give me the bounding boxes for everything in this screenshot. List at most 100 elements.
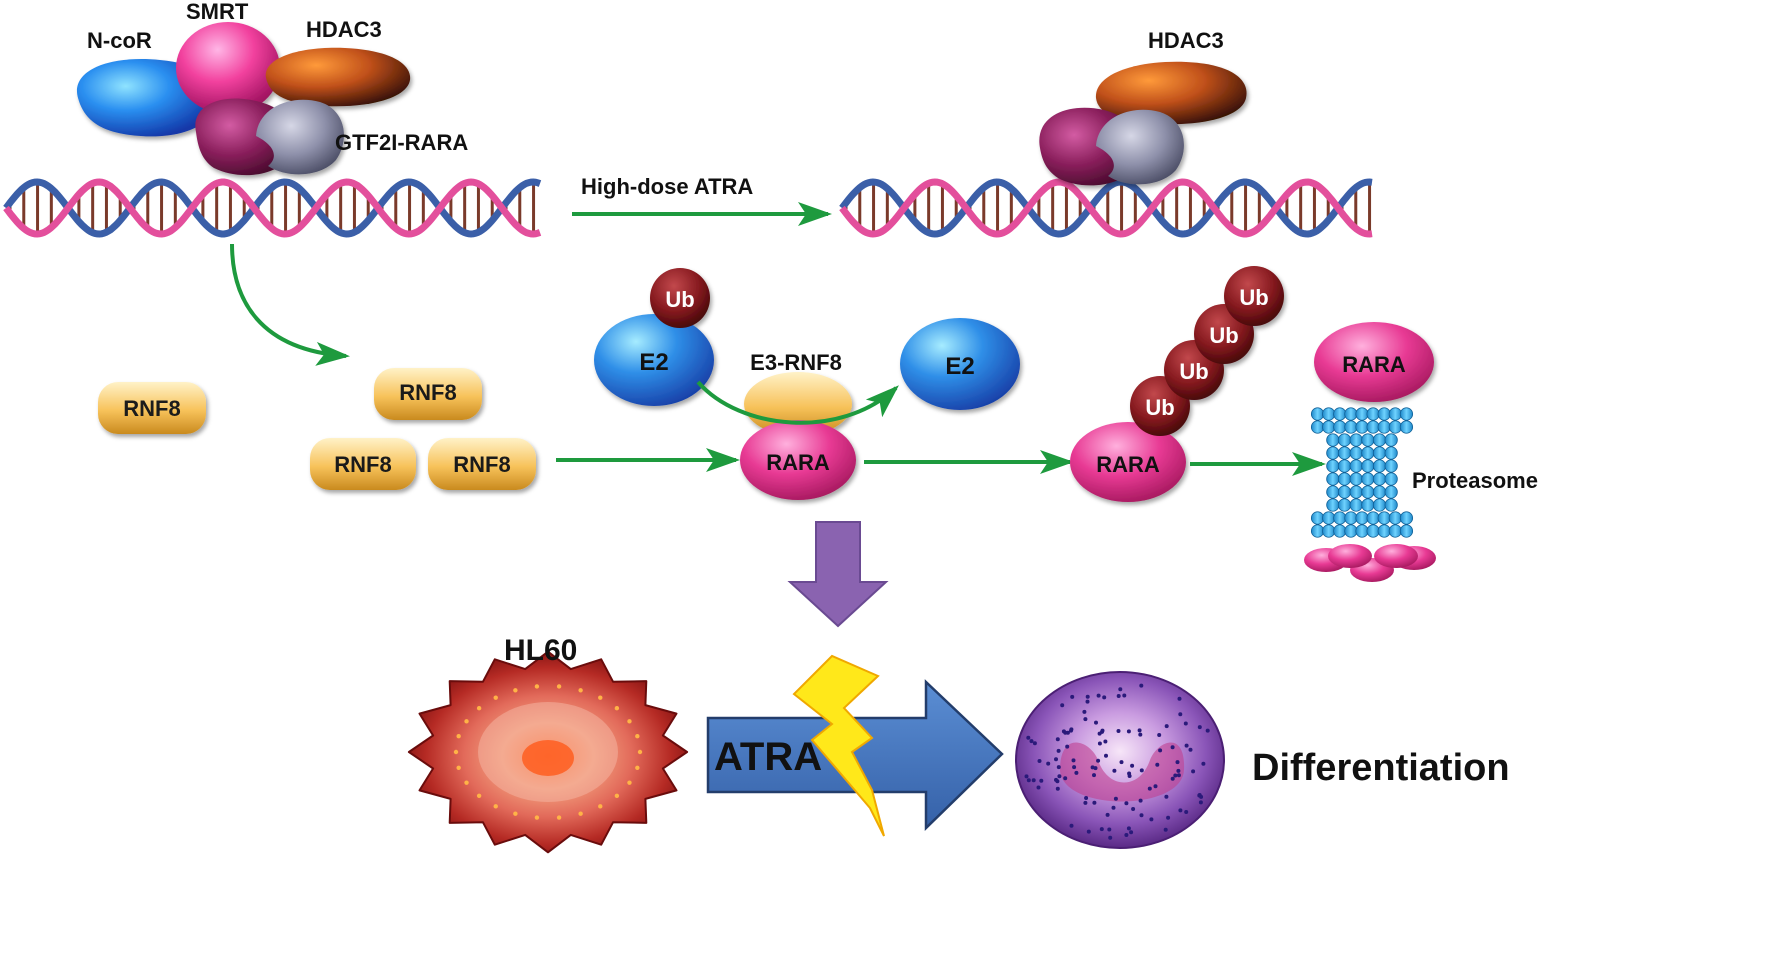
atra-arrow [706,679,1004,831]
proteasome-subunit [1322,511,1336,525]
proteasome [1304,407,1436,582]
proteasome-subunit [1399,524,1414,538]
proteasome-subunit [1344,407,1358,421]
diff-cell-granule [1026,735,1031,740]
proteasome-subunit [1355,420,1369,434]
diff-cell-membrane [1015,671,1225,849]
proteasome-subunit [1384,498,1398,512]
proteasome-subunit [1355,407,1369,421]
proteasome-subunit [1372,498,1387,512]
diff-cell-granule [1147,786,1152,791]
rnf8-group-left-label: RNF8 [334,452,391,477]
proteasome-subunit [1377,511,1391,525]
proteasome-subunit [1388,420,1402,434]
dna-helix-left [3,178,542,238]
proteasome-subunit [1399,511,1414,525]
proteasome-subunit [1372,433,1387,447]
hl60-granule [637,749,643,755]
proteasome-subunit [1337,485,1352,499]
proteasome-subunit [1377,407,1391,421]
diff-cell-granule [1116,729,1121,733]
diff-cell-granule [1112,768,1117,773]
differentiation-label: Differentiation [1252,747,1510,789]
diff-cell-granule [1166,815,1171,820]
diff-cell-granule [1108,835,1113,840]
diff-cell-granule [1163,827,1168,832]
proteasome-subunit [1377,524,1391,538]
diff-cell-granule [1055,786,1060,791]
proteasome-subunit [1361,459,1375,473]
hl60-cell [407,650,689,854]
diff-cell-granule [1164,794,1169,799]
gtf2i-rara-label: GTF2I-RARA [335,130,468,155]
proteasome-subunit [1333,420,1347,434]
diff-cell-granule [1138,798,1143,803]
diff-cell-granule [1026,778,1031,783]
diff-cell-granule [1039,778,1044,783]
proteasome-subunit [1361,472,1375,486]
rnf8-pill-top [374,368,482,420]
diff-cell-granule [1164,724,1169,729]
diff-cell-granule [1126,826,1131,831]
dna-strand-blue [839,178,1373,238]
hl60-granule [534,684,540,689]
ub-chain-3-label: Ub [1209,323,1238,348]
diff-cell-granule [1176,773,1181,778]
gtf2i-protein [256,99,344,175]
proteasome-subunit [1388,524,1402,538]
diff-cell-granule [1118,687,1123,692]
rnf8-group-top-label: RNF8 [399,380,456,405]
diff-cell-nucleus [1060,742,1185,802]
proteasome-subunit [1333,511,1347,525]
hl60-granule [578,811,583,816]
diff-cell-granule [1138,732,1143,737]
proteasome-subunit [1310,524,1325,538]
e2-left [594,314,714,406]
diff-cell-granule [1097,741,1102,746]
diff-cell-granule [1055,737,1060,742]
hdac3-protein-left [265,47,411,107]
corepressor-complex-left [76,22,411,176]
rnf8-pill-right [428,438,536,490]
proteasome-subunit [1337,446,1352,460]
rara-degraded [1314,322,1434,402]
diff-cell-granule [1070,694,1075,699]
hl60-granule [627,780,632,785]
diff-cell-granule [1099,827,1104,832]
diff-cell-granule [1198,800,1203,805]
diff-cell-granule [1102,695,1107,700]
diff-cell-granule [1063,776,1068,781]
diff-cell-granule [1100,728,1105,733]
diff-cell-granule [1130,763,1135,768]
hl60-label: HL60 [504,634,577,667]
proteasome-subunit [1399,420,1414,434]
proteasome-subunit [1337,472,1352,486]
hl60-granule [456,765,461,770]
diff-cell-granule [1131,807,1136,811]
diff-cell-granule [1069,823,1074,828]
diff-cell-granule [1157,733,1162,737]
hdac3-label-left: HDAC3 [306,17,382,42]
diff-cell-granule [1111,805,1116,810]
ub-chain-4-label: Ub [1239,285,1268,310]
proteasome-subunit [1366,524,1380,538]
proteasome-subunit [1310,511,1325,525]
diff-cell-granule [1170,745,1175,750]
peptide-fragment [1328,544,1372,568]
lightning-bolt-icon [792,654,885,837]
proteasome-subunit [1372,459,1387,473]
rara-ubiquitinated-label: RARA [1096,452,1160,477]
e2-right [900,318,1020,410]
diff-cell-granule [1069,728,1073,733]
diff-cell-granule [1037,759,1042,763]
hl60-granule [598,804,603,809]
diff-cell-granule [1083,800,1088,805]
diff-cell-granule [1082,709,1087,714]
diff-cell-granule [1071,758,1076,763]
diff-cell-granule [1158,748,1163,753]
diff-cell-granule [1060,703,1065,708]
proteasome-label: Proteasome [1412,468,1538,493]
diff-cell-granule [1057,774,1062,779]
ub-chain-4 [1224,266,1284,326]
hl60-granule [627,719,632,724]
